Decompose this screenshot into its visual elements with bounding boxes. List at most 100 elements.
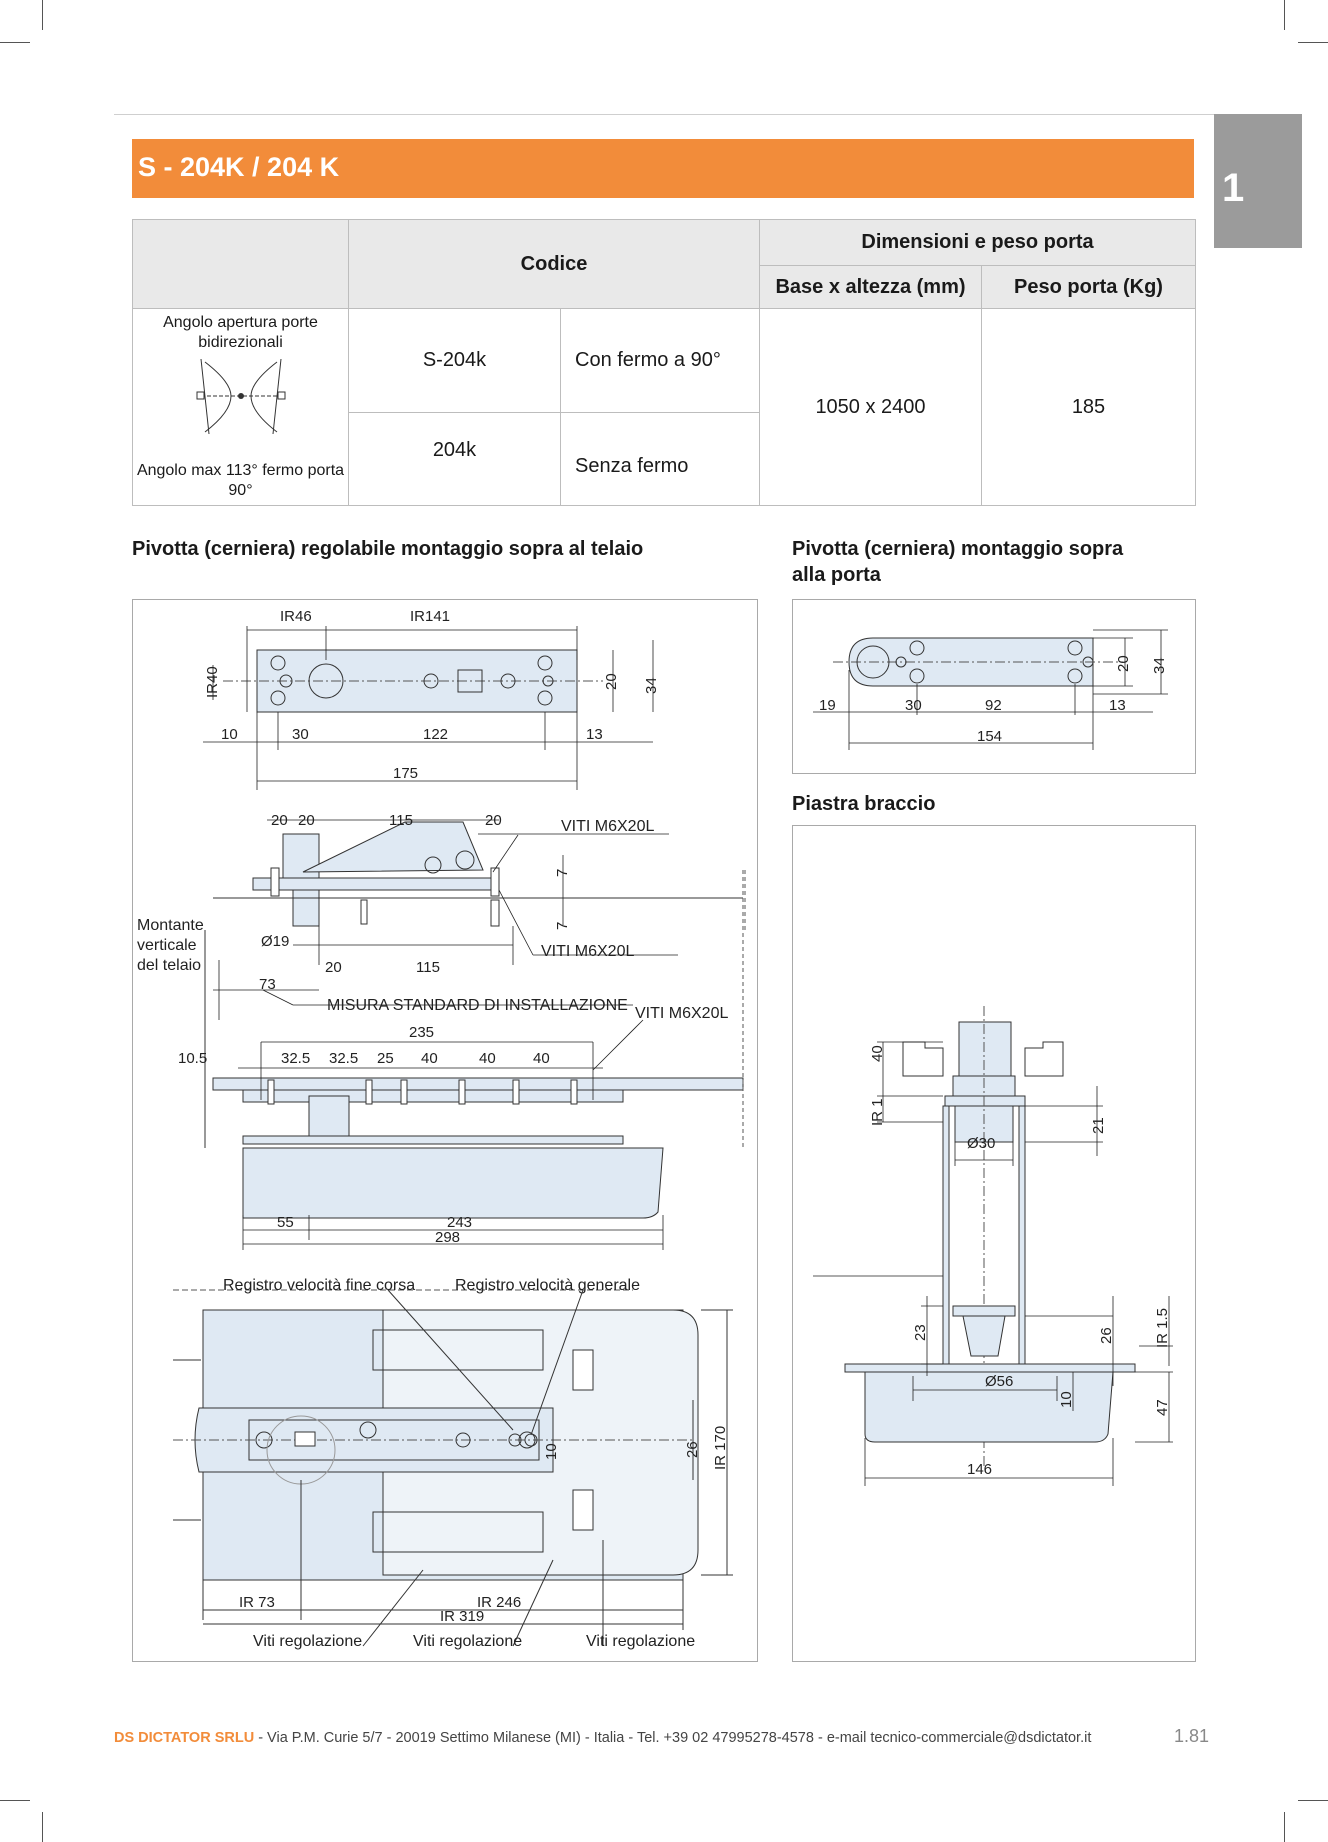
- door-pivot-plan: [833, 637, 1123, 687]
- dim-label: 25: [377, 1050, 394, 1067]
- header-dimensioni: Dimensioni e peso porta: [758, 219, 1197, 266]
- callout-label: VITI M6X20L: [541, 943, 634, 960]
- dim-label: 298: [435, 1229, 460, 1246]
- crop-mark: [42, 1812, 43, 1842]
- dim-label: 32.5: [329, 1050, 358, 1067]
- closer-box-elevation: [204, 870, 744, 1219]
- chapter-tab: 1: [1214, 114, 1302, 248]
- dim-label: 34: [643, 677, 660, 694]
- crop-mark: [0, 1800, 30, 1801]
- arm-plate-section: [844, 1006, 1136, 1466]
- angle-top-label: Angolo apertura porte bidirezionali: [163, 314, 318, 351]
- dim-label: 20: [271, 812, 288, 829]
- header-rule: [114, 114, 1214, 115]
- dim-label: 13: [1109, 697, 1126, 714]
- callout-label: del telaio: [137, 957, 201, 974]
- dim-label: IR 1: [869, 1098, 886, 1126]
- drawing-panel-right-top: 20 34 19 30 92 13 154: [792, 599, 1196, 774]
- dim-label: 20: [485, 812, 502, 829]
- dim-label: 13: [586, 726, 603, 743]
- dim-label: 115: [416, 959, 440, 976]
- callout-label: Viti regolazione: [586, 1633, 695, 1650]
- callout-label: Viti regolazione: [253, 1633, 362, 1650]
- dim-label: 40: [421, 1050, 438, 1067]
- dim-label: Ø56: [985, 1373, 1013, 1390]
- dim-label: 34: [1151, 657, 1168, 674]
- dim-label: 146: [967, 1461, 992, 1478]
- dim-label: 40: [533, 1050, 550, 1067]
- dim-label: IR46: [280, 608, 312, 625]
- product-title: S - 204K / 204 K: [138, 152, 340, 182]
- pivot-plate-plan: [223, 649, 603, 713]
- code-cell: 204k: [348, 412, 561, 506]
- spec-table: Codice Dimensioni e peso porta Base x al…: [132, 219, 1197, 506]
- dim-label: 20: [325, 959, 342, 976]
- dim-label: IR40: [204, 666, 221, 698]
- dim-label: 23: [912, 1324, 929, 1341]
- callout-label: MISURA STANDARD DI INSTALLAZIONE: [327, 997, 628, 1014]
- dim-label: 20: [1115, 655, 1132, 672]
- peso-cell: 185: [980, 308, 1197, 506]
- dim-label: 243: [447, 1214, 472, 1231]
- pivot-elevation: [213, 821, 746, 930]
- callout-label: VITI M6X20L: [635, 1005, 728, 1022]
- footer-company: DS DICTATOR SRLU: [114, 1730, 255, 1746]
- section-title-right: Pivotta (cerniera) montaggio sopra alla …: [792, 538, 1124, 586]
- dim-label: 235: [409, 1024, 434, 1041]
- dim-label: Ø30: [967, 1135, 995, 1152]
- desc-cell: Senza fermo: [560, 412, 760, 506]
- footer: DS DICTATOR SRLU - Via P.M. Curie 5/7 - …: [114, 1730, 1091, 1746]
- header-peso: Peso porta (Kg): [980, 265, 1197, 309]
- dim-label: IR 73: [239, 1594, 275, 1611]
- desc-cell: Con fermo a 90°: [560, 308, 760, 413]
- dim-label: 20: [298, 812, 315, 829]
- technical-drawing-right-bottom: 40 IR 1 21 Ø30 23 26 IR 1.5 Ø56 10 47 14…: [813, 1006, 1173, 1486]
- dim-label: 30: [292, 726, 309, 743]
- angle-cell: Angolo apertura porte bidirezionali Ango…: [132, 308, 349, 506]
- dim-label: 154: [977, 728, 1002, 745]
- dim-label: 92: [985, 697, 1002, 714]
- crop-mark: [42, 0, 43, 30]
- dim-label: 10: [221, 726, 238, 743]
- dim-label: 7: [554, 922, 571, 930]
- crop-mark: [1284, 0, 1285, 30]
- dim-label: 21: [1090, 1117, 1107, 1134]
- callout-label: Registro velocità generale: [455, 1277, 640, 1294]
- dim-label: Ø19: [261, 933, 289, 950]
- dim-label: 26: [1098, 1327, 1115, 1344]
- crop-mark: [0, 42, 30, 43]
- product-title-bar: S - 204K / 204 K: [132, 139, 1194, 198]
- dim-label: 10: [543, 1443, 560, 1460]
- dim-label: 20: [603, 673, 620, 690]
- dim-label: 10.5: [178, 1050, 207, 1067]
- dim-label: 47: [1154, 1399, 1171, 1416]
- drawing-panel-right-bottom: 40 IR 1 21 Ø30 23 26 IR 1.5 Ø56 10 47 14…: [792, 825, 1196, 1662]
- page-number: 1.81: [1174, 1726, 1210, 1746]
- door-swing-diagram: [196, 358, 286, 435]
- dim-label: IR 319: [440, 1608, 484, 1625]
- code-cell: S-204k: [348, 308, 561, 413]
- dim-label: 73: [259, 976, 276, 993]
- dim-label: 40: [869, 1045, 886, 1062]
- section-title-left: Pivotta (cerniera) regolabile montaggio …: [132, 538, 644, 560]
- dim-label: 115: [389, 812, 413, 829]
- closer-box-plan: [173, 1309, 699, 1581]
- header-codice: Codice: [348, 219, 760, 309]
- header-base: Base x altezza (mm): [759, 265, 982, 309]
- callout-label: Montante: [137, 917, 204, 934]
- dim-label: IR 1.5: [1154, 1308, 1171, 1348]
- footer-address: - Via P.M. Curie 5/7 - 20019 Settimo Mil…: [254, 1730, 1092, 1746]
- dim-label: IR 246: [477, 1594, 521, 1611]
- technical-drawing-right-top: 20 34 19 30 92 13 154: [813, 629, 1168, 750]
- dim-label: 19: [819, 697, 836, 714]
- crop-mark: [1298, 1800, 1328, 1801]
- table-corner: [132, 219, 349, 309]
- dim-label: 55: [277, 1214, 294, 1231]
- dim-label: 175: [393, 765, 418, 782]
- dim-label: 32.5: [281, 1050, 310, 1067]
- callout-label: verticale: [137, 937, 197, 954]
- dim-label: 10: [1058, 1391, 1075, 1408]
- callout-label: Viti regolazione: [413, 1633, 522, 1650]
- dim-label: 26: [684, 1441, 701, 1458]
- base-cell: 1050 x 2400: [759, 308, 982, 506]
